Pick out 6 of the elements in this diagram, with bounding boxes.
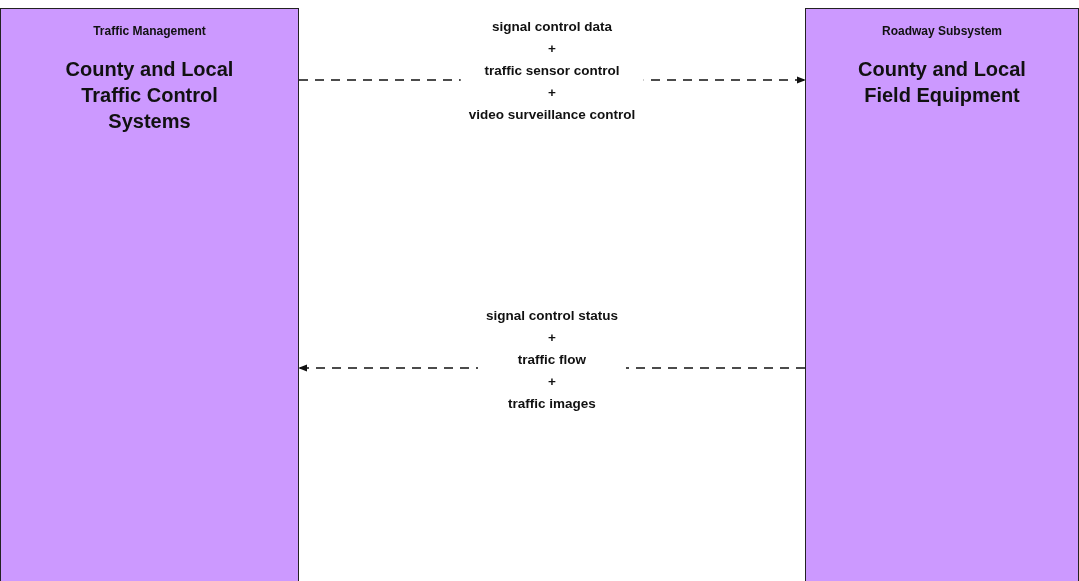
subsystem-box: [0, 8, 299, 581]
subsystem-category: Traffic Management: [92, 24, 207, 38]
subsystem-name: County and Local Traffic Control Systems: [64, 57, 235, 134]
subsystem-name: County and Local Field Equipment: [857, 57, 1027, 108]
subsystem-box: [805, 8, 1079, 581]
subsystem-category: Roadway Subsystem: [880, 24, 1003, 38]
